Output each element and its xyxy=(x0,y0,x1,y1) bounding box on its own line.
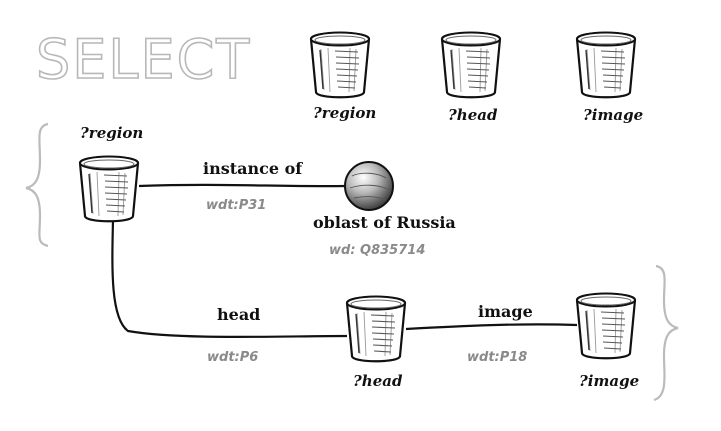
bucket-icon-select-region xyxy=(309,31,371,99)
bucket-icon-image xyxy=(575,292,637,360)
brace-right-icon xyxy=(653,264,679,402)
node-id-class: wd: Q835714 xyxy=(329,243,426,258)
sphere-icon xyxy=(344,161,394,211)
edge-label-image: image xyxy=(478,302,533,321)
edge-prop-instance-of: wdt:P31 xyxy=(206,198,267,213)
edge-prop-image: wdt:P18 xyxy=(467,350,528,365)
edge-image-line xyxy=(405,323,578,331)
bucket-icon-head xyxy=(345,295,407,363)
select-var-region: ?region xyxy=(313,104,377,122)
edge-label-instance-of: instance of xyxy=(203,159,303,178)
node-label-class: oblast of Russia xyxy=(313,213,456,232)
node-label-region: ?region xyxy=(80,124,144,142)
bucket-icon-select-image xyxy=(575,31,637,99)
edge-label-head: head xyxy=(217,305,261,324)
bucket-icon-select-head xyxy=(440,31,502,99)
node-label-head: ?head xyxy=(353,372,403,390)
node-label-image: ?image xyxy=(579,372,640,390)
select-var-head: ?head xyxy=(448,106,498,124)
select-var-image: ?image xyxy=(583,106,644,124)
select-keyword: SELECT xyxy=(35,27,252,92)
brace-left-icon xyxy=(25,122,49,248)
edge-prop-head: wdt:P6 xyxy=(207,350,259,365)
edge-instance-of-line xyxy=(138,183,347,188)
edge-head-line xyxy=(111,219,348,338)
bucket-icon-region xyxy=(78,155,140,223)
